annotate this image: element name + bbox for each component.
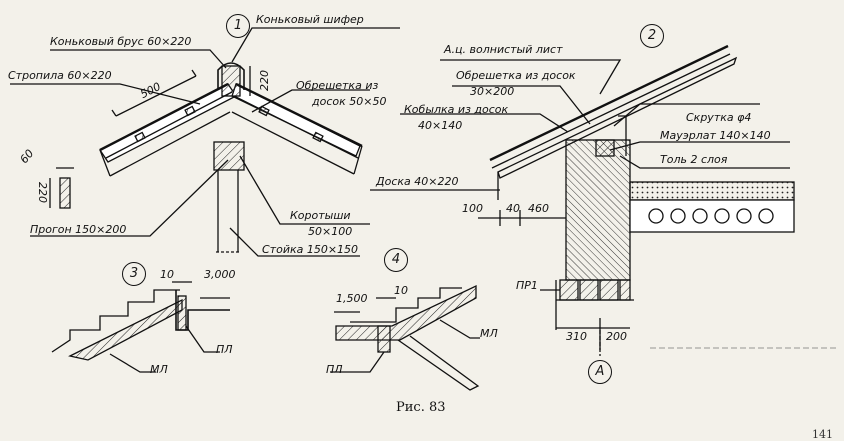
marker-3: 3 <box>122 262 146 286</box>
marker-1: 1 <box>226 14 250 38</box>
detail-3-stair <box>51 281 230 373</box>
detail-4-stair <box>330 284 480 391</box>
label-obreshetka-1: Обрешетка из <box>296 79 379 92</box>
dim-3000: 3,000 <box>204 268 236 281</box>
label-obreshetka2-1: Обрешетка из досок <box>456 69 576 82</box>
label-pl-4: ПЛ <box>326 363 343 376</box>
dim-100: 100 <box>462 202 483 215</box>
dim-310: 310 <box>566 330 587 343</box>
dim-1500: 1,500 <box>336 292 368 305</box>
dim-460: 460 <box>528 202 549 215</box>
label-obreshetka-2: досок 50×50 <box>312 95 387 108</box>
page-number: 141 <box>812 428 833 441</box>
label-korotyshi-1: Коротыши <box>290 209 351 222</box>
dim-200: 200 <box>606 330 627 343</box>
dim-220-ridge: 220 <box>258 70 271 91</box>
marker-2: 2 <box>640 24 664 48</box>
label-progon: Прогон 150×200 <box>30 223 127 236</box>
label-ac-list: А.ц. волнистый лист <box>444 43 563 56</box>
label-mauerlat: Мауэрлат 140×140 <box>660 129 771 142</box>
dim-40: 40 <box>506 202 520 215</box>
label-stoyka: Стойка 150×150 <box>262 243 359 256</box>
detail-1-ridge <box>10 27 400 257</box>
label-kobylka-1: Кобылка из досок <box>404 103 509 116</box>
label-stropila: Стропила 60×220 <box>8 69 112 82</box>
dim-220-section: 220 <box>36 182 49 203</box>
label-kobylka-2: 40×140 <box>418 119 463 132</box>
label-konkovy-brus: Коньковый брус 60×220 <box>50 35 192 48</box>
label-korotyshi-2: 50×100 <box>308 225 353 238</box>
label-tol: Толь 2 слоя <box>660 153 728 166</box>
marker-a: A <box>588 360 612 384</box>
label-pr1: ПР1 <box>516 279 538 292</box>
dim-10-stair3: 10 <box>160 268 174 281</box>
detail-2-eaves <box>370 44 795 356</box>
label-ml-4: МЛ <box>480 327 498 340</box>
dim-10-stair4: 10 <box>394 284 408 297</box>
label-obreshetka2-2: 30×200 <box>470 85 515 98</box>
figure-caption: Рис. 83 <box>396 400 446 415</box>
label-ml-3: МЛ <box>150 363 168 376</box>
label-konkovy-shifer: Коньковый шифер <box>256 13 364 26</box>
label-doska: Доска 40×220 <box>376 175 459 188</box>
label-pl-3: ПЛ <box>216 343 233 356</box>
label-skrutka: Скрутка φ4 <box>686 111 752 124</box>
marker-4: 4 <box>384 248 408 272</box>
